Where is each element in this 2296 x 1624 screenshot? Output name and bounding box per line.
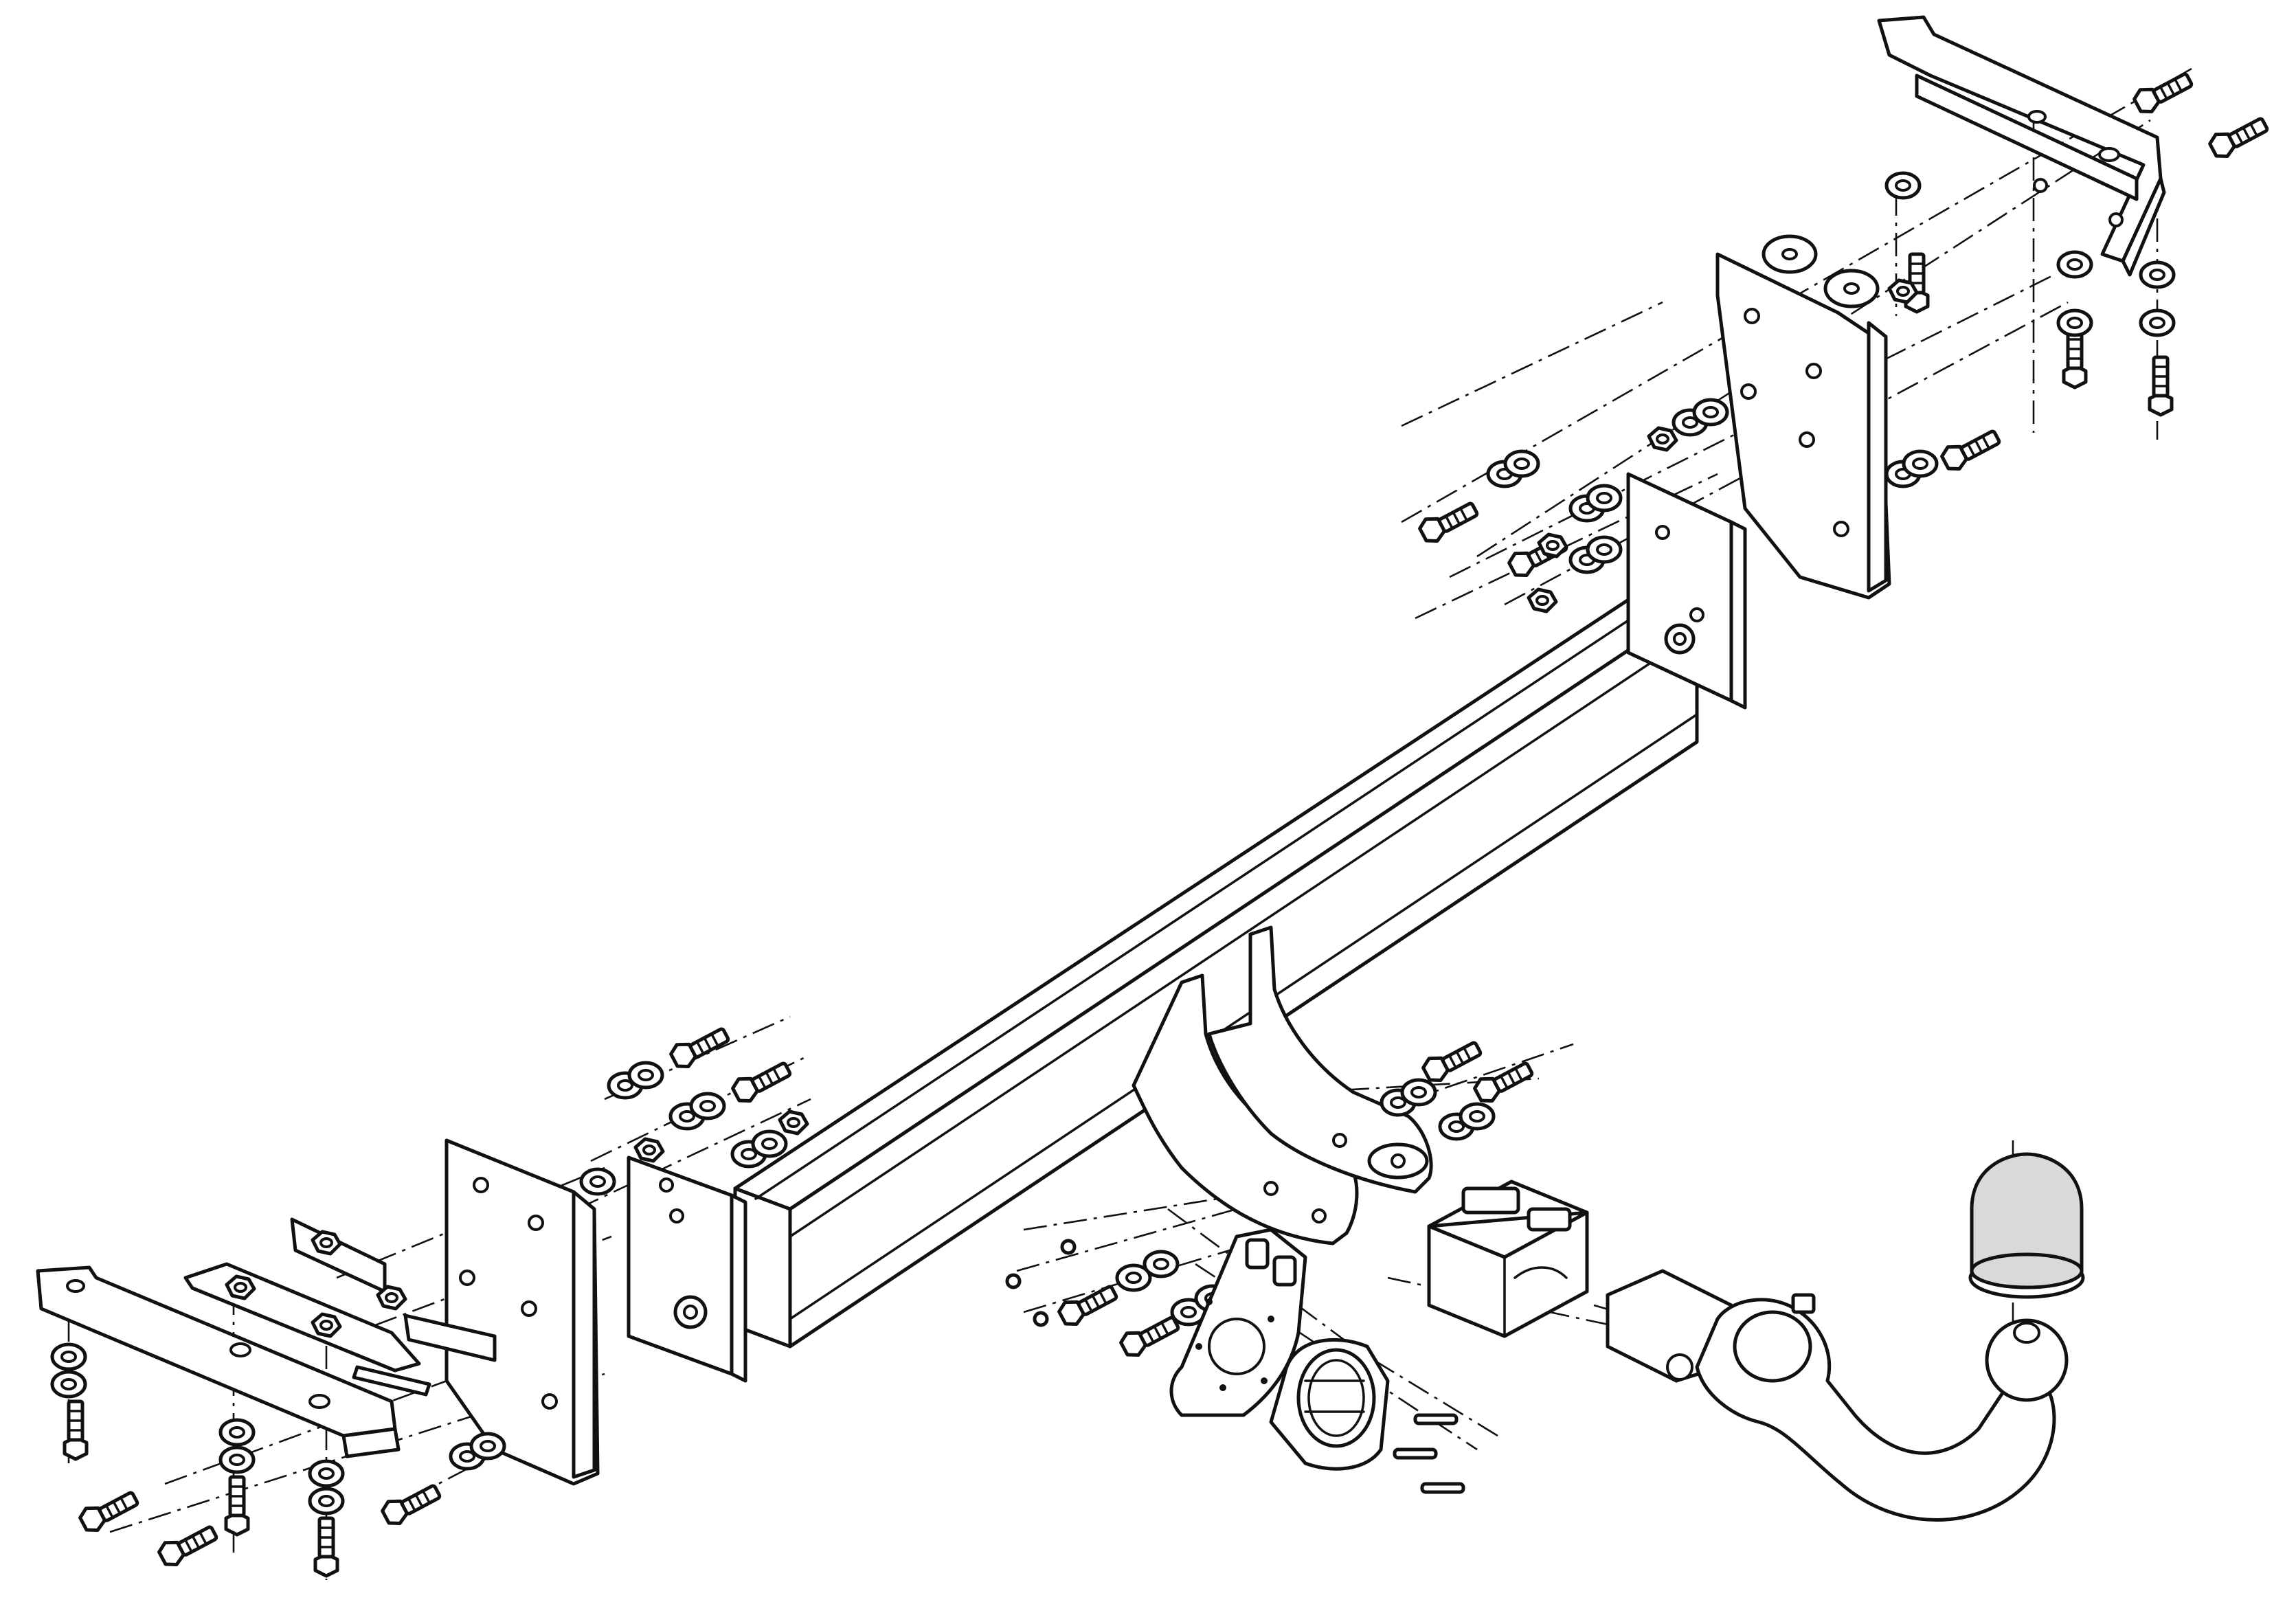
mounting-plate-right [1715, 252, 1891, 600]
socket-screws [1393, 1413, 1465, 1494]
large-washer-right-1 [1762, 234, 1818, 274]
electrical-socket [1269, 1338, 1390, 1471]
ball-cover-cap [1968, 1152, 2085, 1299]
mounting-bracket-right [1877, 15, 2166, 277]
large-washer-right-2 [1823, 269, 1880, 308]
mounting-strip-left [352, 1313, 497, 1397]
crossbar-end-plate-right [1626, 472, 1747, 710]
crossbar-end-nut-left [673, 1295, 708, 1329]
mounting-plate-left [444, 1138, 600, 1486]
crossbar-end-plate-left [627, 1155, 747, 1383]
crossbar-end-nut-right [1664, 623, 1696, 655]
socket-bracket [1169, 1228, 1307, 1417]
drop-plate-front [1207, 925, 1433, 1194]
tow-ball [1985, 1318, 2069, 1402]
small-nuts [1005, 1239, 1077, 1327]
mounting-bracket-left-a [36, 1265, 401, 1458]
tow-ball-neck [1606, 1269, 2056, 1522]
receiver-block [1427, 1180, 1589, 1338]
main-crossbar [733, 589, 1699, 1349]
